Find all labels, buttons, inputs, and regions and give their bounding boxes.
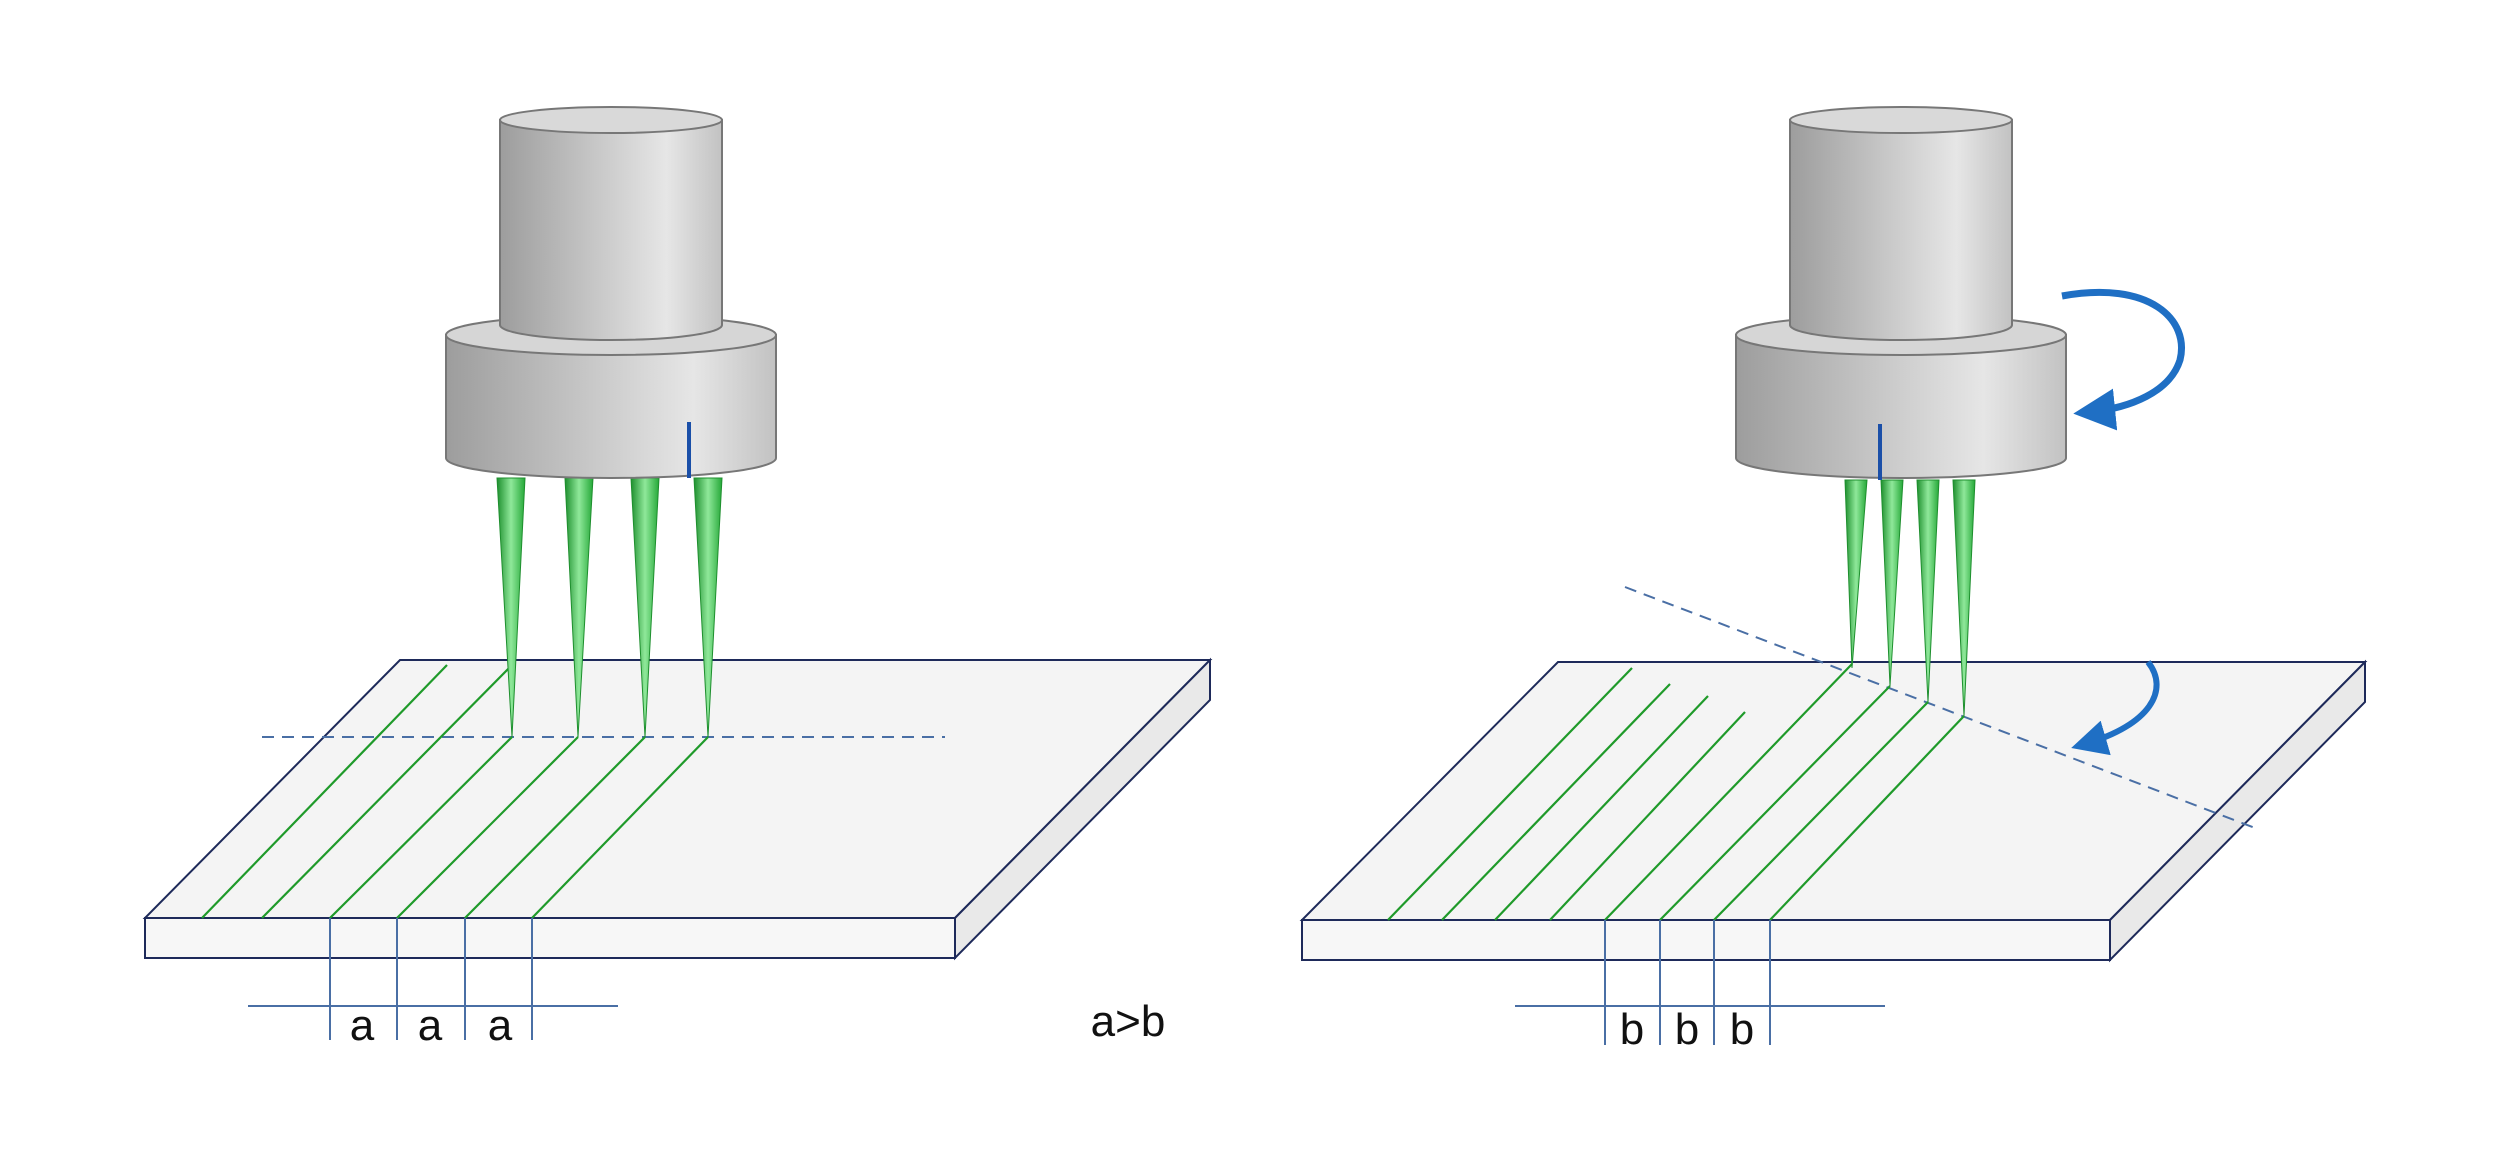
left-beams — [496, 477, 723, 738]
left-track — [329, 736, 513, 919]
left-track — [396, 736, 579, 919]
spacing-label-b: b — [1620, 1005, 1644, 1054]
right-track — [1494, 695, 1709, 921]
right-track — [1441, 683, 1671, 921]
spacing-labels-a: a a a — [350, 1001, 513, 1050]
left-laser-head — [445, 106, 777, 479]
left-track — [464, 736, 646, 919]
laser-beam — [693, 477, 723, 738]
spacing-label-b: b — [1675, 1005, 1699, 1054]
spacing-label-b: b — [1730, 1005, 1754, 1054]
right-scan-axis-line — [1624, 586, 2256, 829]
spacing-labels-b: b b b — [1620, 1005, 1754, 1054]
left-track — [261, 664, 513, 919]
left-tracks — [201, 664, 709, 919]
spacing-label-a: a — [488, 1001, 513, 1050]
left-plate — [142, 657, 1213, 961]
right-track — [1769, 715, 1965, 921]
spacing-label-a: a — [418, 1001, 443, 1050]
curved-arrow-icon — [2061, 288, 2185, 431]
laser-beam — [496, 477, 526, 738]
laser-beam — [1952, 479, 1976, 717]
laser-beam — [1916, 479, 1940, 703]
right-dimension-lines — [1515, 920, 1885, 1045]
right-track — [1549, 711, 1746, 921]
right-track — [1659, 685, 1891, 921]
right-track — [1713, 701, 1929, 921]
right-beams — [1844, 479, 1976, 717]
right-track — [1387, 667, 1633, 921]
right-plate — [1299, 659, 2368, 963]
laser-beam — [1880, 479, 1904, 687]
right-tracks — [1387, 663, 1965, 921]
left-track — [531, 736, 709, 919]
curved-arrow-icon — [2071, 660, 2160, 756]
relation-label: a>b — [1091, 997, 1166, 1046]
left-dimension-lines — [248, 918, 618, 1040]
right-panel: b b b — [1299, 106, 2368, 1054]
right-laser-head — [1735, 106, 2067, 480]
right-track — [1604, 663, 1853, 921]
left-panel: a a a — [142, 106, 1213, 1050]
spacing-label-a: a — [350, 1001, 375, 1050]
laser-beam — [1844, 479, 1868, 669]
left-track — [201, 664, 448, 919]
